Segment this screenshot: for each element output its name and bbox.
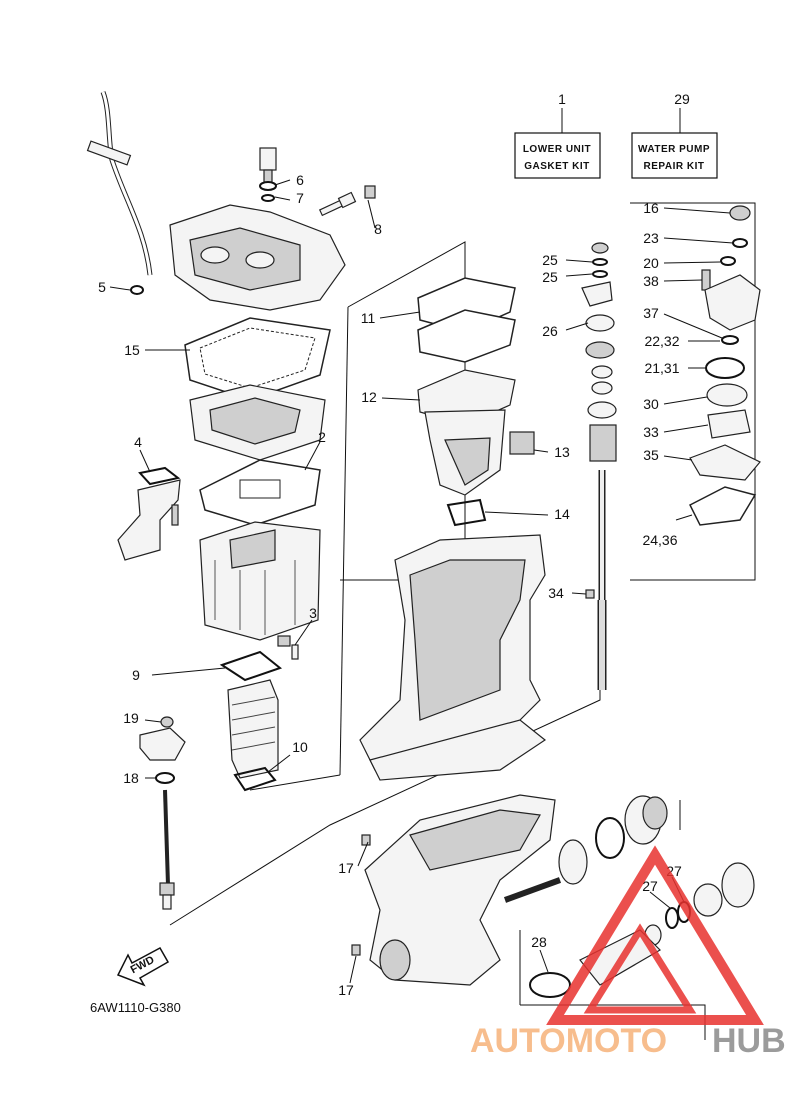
callout-29: 29 xyxy=(674,91,690,107)
o-ring xyxy=(259,181,277,191)
callout-14: 14 xyxy=(554,506,570,522)
callout-6: 6 xyxy=(296,172,304,188)
muffler xyxy=(227,679,279,779)
callout-10: 10 xyxy=(292,739,308,755)
bracket-propeller-shaft-bottom xyxy=(520,1004,706,1040)
callout-1: 1 xyxy=(558,91,566,107)
dipstick-tube xyxy=(86,91,153,276)
gasket-9 xyxy=(219,650,283,682)
bracket-line xyxy=(339,306,349,776)
seal-13 xyxy=(509,431,535,455)
kit-label-line2: REPAIR KIT xyxy=(644,161,705,172)
shift-rod xyxy=(159,789,175,910)
plug xyxy=(259,147,277,183)
gasket-15 xyxy=(184,317,331,401)
callout-12: 12 xyxy=(361,389,377,405)
bolt-and-pin xyxy=(318,185,376,217)
lower-unit-gasket-kit-box: LOWER UNIT GASKET KIT 1 xyxy=(514,91,601,179)
bracket-line xyxy=(249,774,341,791)
upper-case-housing xyxy=(359,534,547,781)
callout-13: 13 xyxy=(554,444,570,460)
callout-37: 37 xyxy=(643,305,659,321)
callout-18: 18 xyxy=(123,770,139,786)
automotohub-watermark-logo: AUTOMOTO HUB xyxy=(470,845,786,1060)
callout-34: 34 xyxy=(548,585,564,601)
callout-24-36: 24,36 xyxy=(642,532,677,548)
callout-3: 3 xyxy=(309,605,317,621)
nut-19 xyxy=(160,716,174,728)
exhaust-guide xyxy=(417,369,516,496)
upper-casing xyxy=(169,204,346,311)
callout-25: 25 xyxy=(542,269,558,285)
kit-label-line1: LOWER UNIT xyxy=(523,144,591,155)
gasket-4 xyxy=(138,466,181,486)
callout-11: 11 xyxy=(361,310,376,326)
propeller-shaft-gears xyxy=(503,795,755,998)
o-ring-18 xyxy=(155,772,175,784)
fwd-arrow-icon: FWD xyxy=(116,946,170,987)
water-pump-repair-kit-box: WATER PUMP REPAIR KIT 29 xyxy=(631,91,718,179)
callout-26: 26 xyxy=(542,323,558,339)
watermark-triangle xyxy=(546,845,764,1025)
callout-19: 19 xyxy=(123,710,139,726)
gear-case xyxy=(364,794,556,986)
watermark-text-automoto: AUTOMOTO xyxy=(470,1022,667,1060)
diagram-code: 6AW1110-G380 xyxy=(90,1000,181,1015)
watermark-triangle-inner xyxy=(583,923,697,1014)
kit-label-line1: WATER PUMP xyxy=(638,144,710,155)
o-ring xyxy=(130,285,144,295)
callout-38: 38 xyxy=(643,273,659,289)
water-pump-parts xyxy=(688,205,761,526)
callout-30: 30 xyxy=(643,396,659,412)
water-bracket xyxy=(117,479,181,561)
gasket-10 xyxy=(233,766,277,792)
callout-5: 5 xyxy=(98,279,106,295)
callout-7: 7 xyxy=(296,190,304,206)
bracket-water-pump xyxy=(630,202,756,581)
callout-35: 35 xyxy=(643,447,659,463)
callout-4: 4 xyxy=(134,434,142,450)
callout-33: 33 xyxy=(643,424,659,440)
callout-20: 20 xyxy=(643,255,659,271)
callout-2: 2 xyxy=(318,429,326,445)
callout-22-32: 22,32 xyxy=(644,333,679,349)
callout-21-31: 21,31 xyxy=(644,360,679,376)
callout-28: 28 xyxy=(531,934,547,950)
callout-8: 8 xyxy=(374,221,382,237)
callout-17: 17 xyxy=(338,982,354,998)
callout-23: 23 xyxy=(643,230,659,246)
bolt-17 xyxy=(361,834,371,846)
watermark-text-hub: HUB xyxy=(712,1022,786,1060)
gasket-2 xyxy=(199,459,321,526)
mount-plate xyxy=(189,384,326,461)
drain-bolt xyxy=(277,635,299,660)
gasket-11 xyxy=(417,277,516,363)
kit-label-line2: GASKET KIT xyxy=(524,161,590,172)
gasket-14 xyxy=(446,498,487,527)
callout-15: 15 xyxy=(124,342,140,358)
callout-25: 25 xyxy=(542,252,558,268)
o-ring xyxy=(261,194,275,202)
oil-pan xyxy=(199,521,321,641)
shift-bracket xyxy=(139,727,186,761)
bolt xyxy=(171,504,179,526)
drive-shaft-parts xyxy=(581,242,617,690)
callout-16: 16 xyxy=(643,200,659,216)
bolt-17 xyxy=(351,944,361,956)
callout-9: 9 xyxy=(132,667,140,683)
callout-17: 17 xyxy=(338,860,354,876)
callout-27: 27 xyxy=(642,878,658,894)
